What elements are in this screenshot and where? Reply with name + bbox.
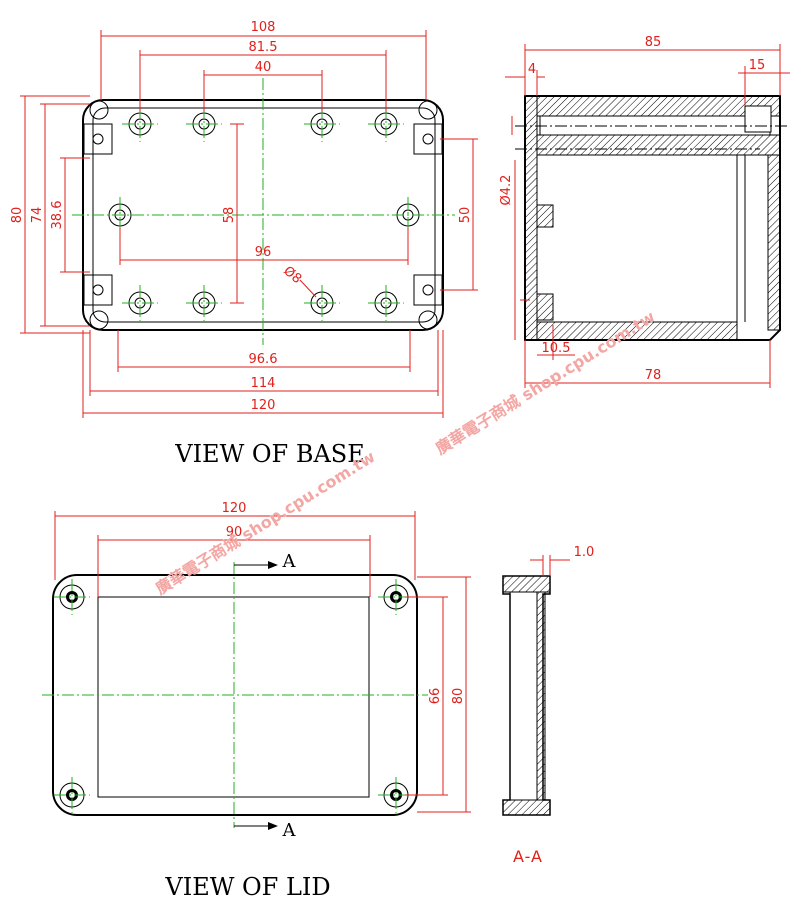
dim-114: 114 [251, 376, 276, 391]
base-dimensions [20, 30, 478, 418]
dim-10-5: 10.5 [542, 341, 571, 356]
dim-38-6: 38.6 [50, 201, 65, 230]
corner-boss-tr [418, 100, 438, 120]
caption-view-of-lid: VIEW OF LID [164, 873, 330, 901]
section-wall [536, 591, 546, 801]
section-mark-bottom: A [282, 820, 297, 841]
side-wall-top [536, 95, 781, 117]
dim-81-5: 81.5 [249, 40, 278, 55]
dim-diam-8: Ø8 [280, 264, 304, 287]
side-wall-top-2 [536, 134, 781, 156]
corner-lug-tl [83, 123, 113, 155]
dim-85: 85 [645, 35, 662, 50]
lug-hole-br [422, 284, 434, 296]
dim-120-base: 120 [251, 398, 276, 413]
corner-boss-bl [89, 310, 109, 330]
corner-boss-br [418, 310, 438, 330]
dim-section-1-0: 1.0 [574, 545, 595, 560]
side-boss-1 [536, 204, 554, 228]
dim-96: 96 [255, 245, 272, 260]
corner-boss-tl [89, 100, 109, 120]
dim-15: 15 [749, 58, 766, 73]
section-label: A-A [513, 847, 543, 866]
corner-lug-br [413, 274, 443, 306]
base-view: 108 81.5 40 80 74 38.6 58 96 Ø8 50 96.6 … [10, 20, 478, 468]
caption-view-of-base: VIEW OF BASE [174, 440, 365, 468]
section-bottom-flange [502, 799, 551, 816]
section-mark-top: A [282, 551, 297, 572]
dim-diam-4-2: Ø4.2 [499, 175, 514, 206]
corner-lug-tr [413, 123, 443, 155]
dim-96-6: 96.6 [249, 352, 278, 367]
side-boss-2 [536, 293, 554, 321]
dim-58: 58 [222, 207, 237, 224]
dim-50: 50 [458, 207, 473, 224]
side-wall-bottom [536, 321, 738, 341]
dim-lid-120: 120 [222, 501, 247, 516]
dim-lid-66: 66 [428, 688, 443, 705]
side-counterbore [744, 105, 772, 133]
dim-lid-90: 90 [226, 525, 243, 540]
side-wall-left [524, 95, 538, 341]
corner-lug-bl [83, 274, 113, 306]
lug-hole-bl [92, 284, 104, 296]
side-dimensions [505, 44, 790, 388]
section-top-flange [502, 575, 551, 593]
lid-dimensions [54, 511, 471, 813]
dim-108: 108 [251, 20, 276, 35]
lug-hole-tl [92, 133, 104, 145]
side-section-view: 85 4 15 Ø4.2 10.5 78 [499, 35, 790, 388]
dim-78: 78 [645, 368, 662, 383]
lug-hole-tr [422, 133, 434, 145]
lid-view: A A 120 90 66 80 VIEW OF LID [42, 501, 471, 901]
dim-40: 40 [255, 60, 272, 75]
dim-80: 80 [10, 207, 25, 224]
dim-74: 74 [30, 207, 45, 224]
dim-lid-80: 80 [451, 688, 466, 705]
dim-4: 4 [528, 62, 536, 77]
mounting-holes [108, 112, 420, 315]
section-a-a: 1.0 A-A [502, 545, 595, 866]
side-wall-right [767, 154, 781, 331]
